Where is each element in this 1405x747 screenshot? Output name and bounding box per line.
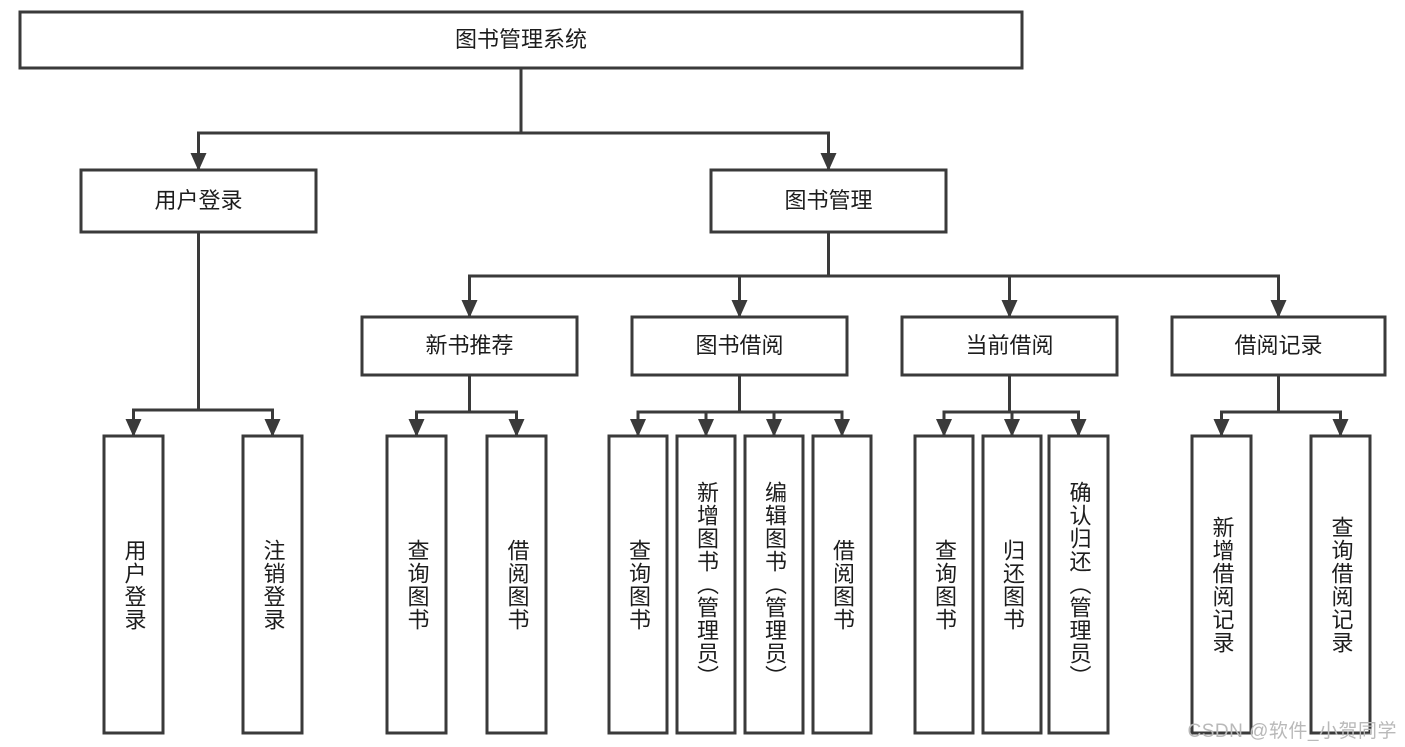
node-root[interactable] xyxy=(18,10,1024,70)
node-label-book-manage: 图书管理 xyxy=(784,188,872,213)
arrow-head-icon xyxy=(1213,419,1230,437)
arrow-head-icon xyxy=(820,153,837,171)
node-label-borrow-record: 借阅记录 xyxy=(1234,333,1322,358)
leaf-node-leaf-query-book-1[interactable] xyxy=(385,434,448,735)
leaf-node-leaf-borrow-book-1[interactable] xyxy=(485,434,548,735)
leaf-node-leaf-confirm-return[interactable] xyxy=(1047,434,1110,735)
arrow-head-icon xyxy=(698,419,714,437)
leaf-node-leaf-query-book-2[interactable] xyxy=(607,434,669,735)
node-label-user-login: 用户登录 xyxy=(154,188,242,213)
arrow-head-icon xyxy=(834,419,850,437)
arrow-head-icon xyxy=(190,153,207,171)
node-user-login[interactable] xyxy=(79,168,318,234)
leaf-node-leaf-user-logout[interactable] xyxy=(241,434,304,735)
leaf-node-leaf-borrow-book-2[interactable] xyxy=(811,434,873,735)
node-current-borrow[interactable] xyxy=(900,315,1119,377)
arrow-head-icon xyxy=(1070,419,1087,437)
arrow-head-icon xyxy=(766,419,782,437)
arrow-head-icon xyxy=(1332,419,1349,437)
node-label-root: 图书管理系统 xyxy=(455,27,587,52)
leaf-node-leaf-add-book[interactable] xyxy=(675,434,737,735)
leaf-node-leaf-add-record[interactable] xyxy=(1190,434,1253,735)
arrow-head-icon xyxy=(461,300,478,318)
arrow-head-icon xyxy=(1270,300,1287,318)
arrow-head-icon xyxy=(125,419,142,437)
node-label-current-borrow: 当前借阅 xyxy=(965,333,1053,358)
arrow-head-icon xyxy=(508,419,525,437)
node-book-borrow[interactable] xyxy=(630,315,849,377)
arrow-head-icon xyxy=(264,419,281,437)
arrow-head-icon xyxy=(408,419,425,437)
node-box-layer xyxy=(18,10,1387,735)
leaf-node-leaf-query-record[interactable] xyxy=(1309,434,1372,735)
arrow-head-icon xyxy=(630,419,646,437)
arrow-head-icon xyxy=(1004,419,1020,437)
node-borrow-record[interactable] xyxy=(1170,315,1387,377)
leaf-node-leaf-return-book[interactable] xyxy=(981,434,1043,735)
node-book-manage[interactable] xyxy=(709,168,948,234)
connector-layer xyxy=(125,66,1349,437)
arrow-head-icon xyxy=(936,419,952,437)
watermark-text: CSDN @软件_小贺同学 xyxy=(1187,721,1397,742)
node-label-book-borrow: 图书借阅 xyxy=(695,333,783,358)
arrow-head-icon xyxy=(731,300,748,318)
arrow-head-icon xyxy=(1001,300,1018,318)
node-label-new-book-rec: 新书推荐 xyxy=(425,333,513,358)
leaf-node-leaf-query-book-3[interactable] xyxy=(913,434,975,735)
leaf-node-leaf-edit-book[interactable] xyxy=(743,434,805,735)
node-new-book-rec[interactable] xyxy=(360,315,579,377)
leaf-node-leaf-user-login[interactable] xyxy=(102,434,165,735)
